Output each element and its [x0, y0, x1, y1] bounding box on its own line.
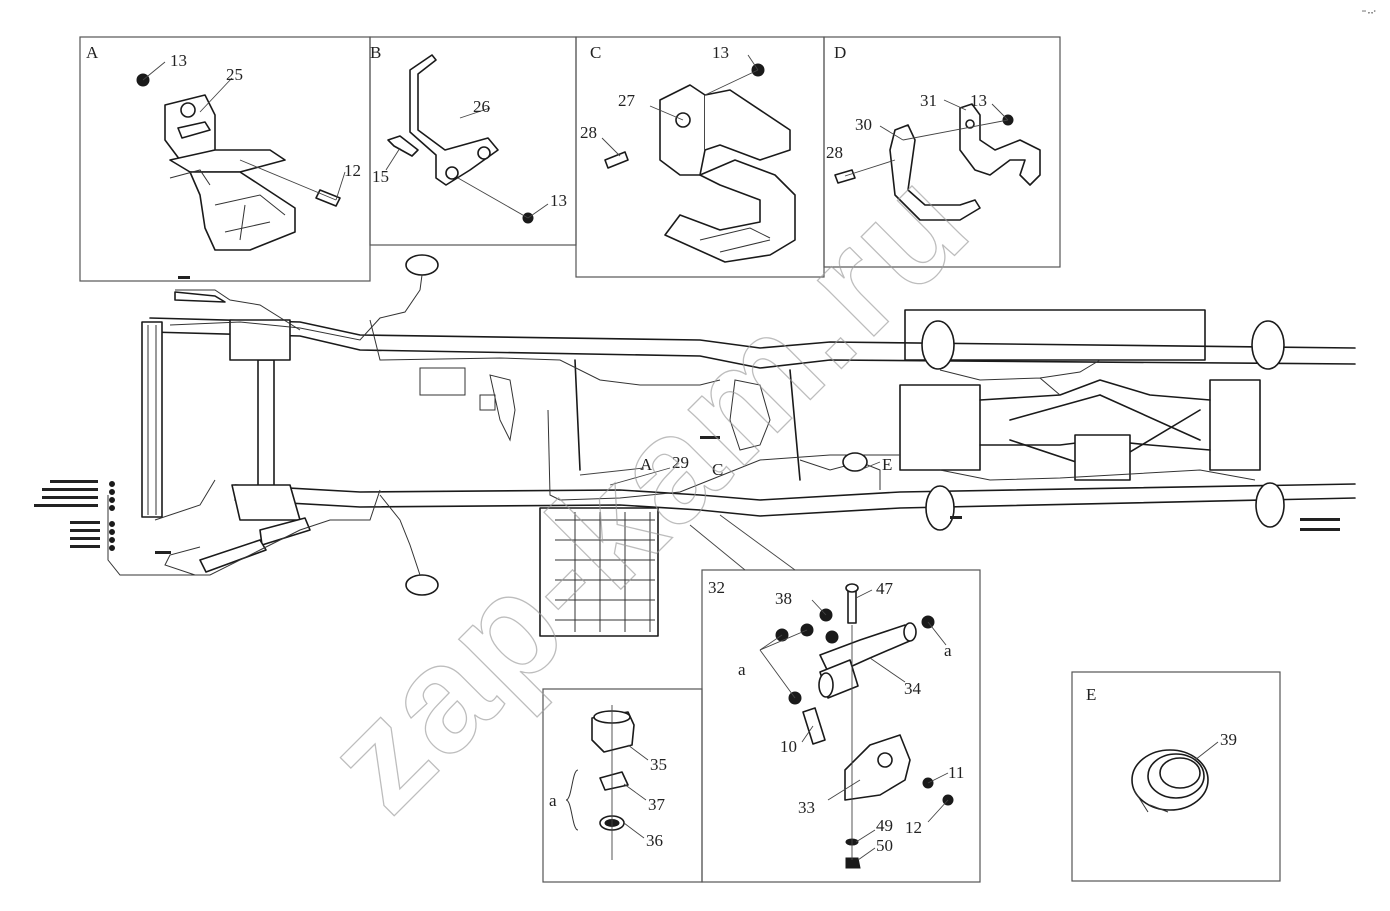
- detail-32-title: 32: [708, 578, 725, 597]
- part-label-26: 26: [473, 97, 490, 116]
- detail-c-title: C: [590, 43, 601, 62]
- detail-frames: [79, 36, 1281, 883]
- part-label-35: 35: [650, 755, 667, 774]
- callout-c: C: [712, 460, 723, 479]
- part-label-28: 28: [580, 123, 597, 142]
- part-label-29: 29: [672, 453, 689, 472]
- part-label-12b: 12: [905, 818, 922, 837]
- detail-b-title: B: [370, 43, 381, 62]
- detail-frame-d: [823, 36, 1061, 268]
- part-label-30: 30: [855, 115, 872, 134]
- detail-e-grommet: [1131, 741, 1219, 813]
- part-label-13d: 13: [970, 91, 987, 110]
- corner-mark: °° ∘∘°: [1362, 10, 1376, 16]
- part-label-36: 36: [646, 831, 663, 850]
- detail-32-fitting: [759, 583, 954, 869]
- part-label-11: 11: [948, 763, 964, 782]
- part-label-13: 13: [170, 51, 187, 70]
- chassis-frame: [107, 254, 1356, 637]
- part-label-10: 10: [780, 737, 797, 756]
- part-label-39: 39: [1220, 730, 1237, 749]
- part-label-12: 12: [344, 161, 361, 180]
- detail-b-bracket: [385, 54, 549, 224]
- detail-frame-a-fitting: [542, 688, 703, 883]
- part-label-27: 27: [618, 91, 636, 110]
- detail-frame-32: [701, 569, 981, 883]
- detail-d-title: D: [834, 43, 846, 62]
- connector-label-marks: [34, 276, 1340, 554]
- port-label-a-left: a: [738, 660, 746, 679]
- part-label-25: 25: [226, 65, 243, 84]
- part-label-13c: 13: [712, 43, 729, 62]
- part-label-31: 31: [920, 91, 937, 110]
- part-label-50: 50: [876, 836, 893, 855]
- part-label-34: 34: [904, 679, 922, 698]
- part-label-49: 49: [876, 816, 893, 835]
- part-label-47: 47: [876, 579, 894, 598]
- part-label-13b: 13: [550, 191, 567, 210]
- detail-e-title: E: [1086, 685, 1096, 704]
- part-label-15: 15: [372, 167, 389, 186]
- detail-d-brackets: [834, 99, 1041, 221]
- detail-a-fitting-title: a: [549, 791, 557, 810]
- detail-frame-e: [1071, 671, 1281, 882]
- detail-a-fitting-parts: [565, 705, 649, 860]
- callout-a: A: [640, 455, 653, 474]
- callout-e: E: [882, 455, 892, 474]
- part-label-33: 33: [798, 798, 815, 817]
- port-label-a-right: a: [944, 641, 952, 660]
- part-label-28d: 28: [826, 143, 843, 162]
- part-label-37: 37: [648, 795, 666, 814]
- detail-c-bracket: [601, 54, 796, 263]
- part-label-38: 38: [775, 589, 792, 608]
- detail-a-bracket: [136, 61, 346, 251]
- detail-a-title: A: [86, 43, 99, 62]
